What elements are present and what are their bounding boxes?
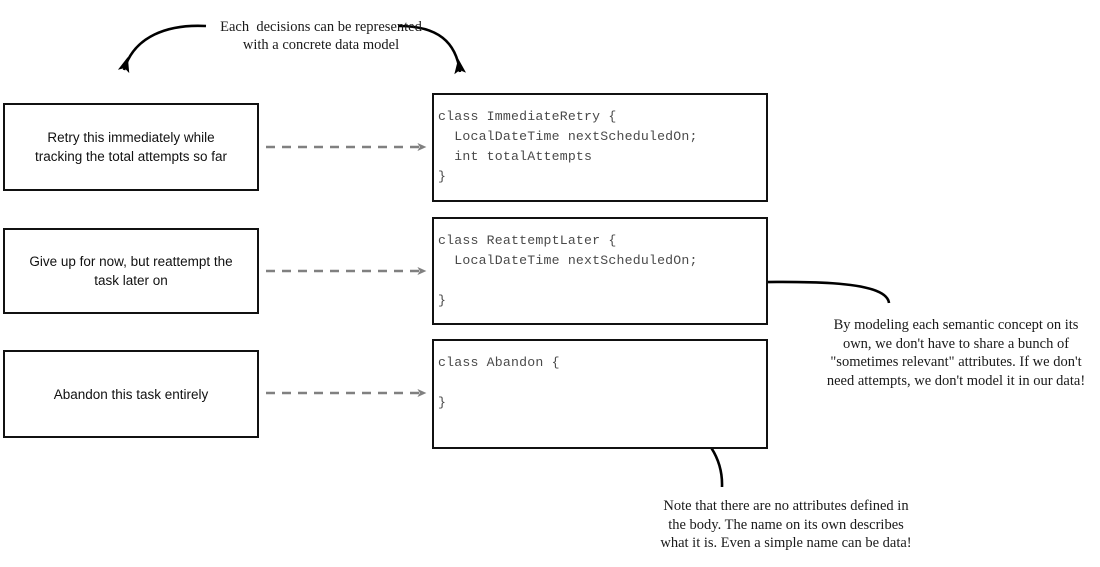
decision-label: Retry this immediately while tracking th…: [34, 130, 228, 164]
code-text: class ReattemptLater { LocalDateTime nex…: [438, 233, 698, 308]
decision-label: Abandon this task entirely: [53, 386, 209, 402]
code-box-abandon[interactable]: class Abandon { }: [432, 339, 768, 449]
code-text: class Abandon { }: [438, 355, 560, 410]
annotation-bottom-text: Note that there are no attributes define…: [660, 498, 912, 551]
decision-box-retry-immediately[interactable]: Retry this immediately while tracking th…: [3, 103, 259, 191]
code-box-reattempt-later[interactable]: class ReattemptLater { LocalDateTime nex…: [432, 217, 768, 325]
code-box-immediate-retry[interactable]: class ImmediateRetry { LocalDateTime nex…: [432, 93, 768, 202]
decision-box-abandon[interactable]: Abandon this task entirely: [3, 350, 259, 438]
annotation-right-text: By modeling each semantic concept on its…: [826, 317, 1086, 389]
decision-box-reattempt-later[interactable]: Give up for now, but reattempt the task …: [3, 228, 259, 314]
header-arrow-left-icon: [117, 24, 207, 74]
decision-label: Give up for now, but reattempt the task …: [29, 254, 233, 288]
code-text: class ImmediateRetry { LocalDateTime nex…: [438, 109, 698, 184]
header-caption: Each decisions can be represented with a…: [220, 19, 422, 53]
